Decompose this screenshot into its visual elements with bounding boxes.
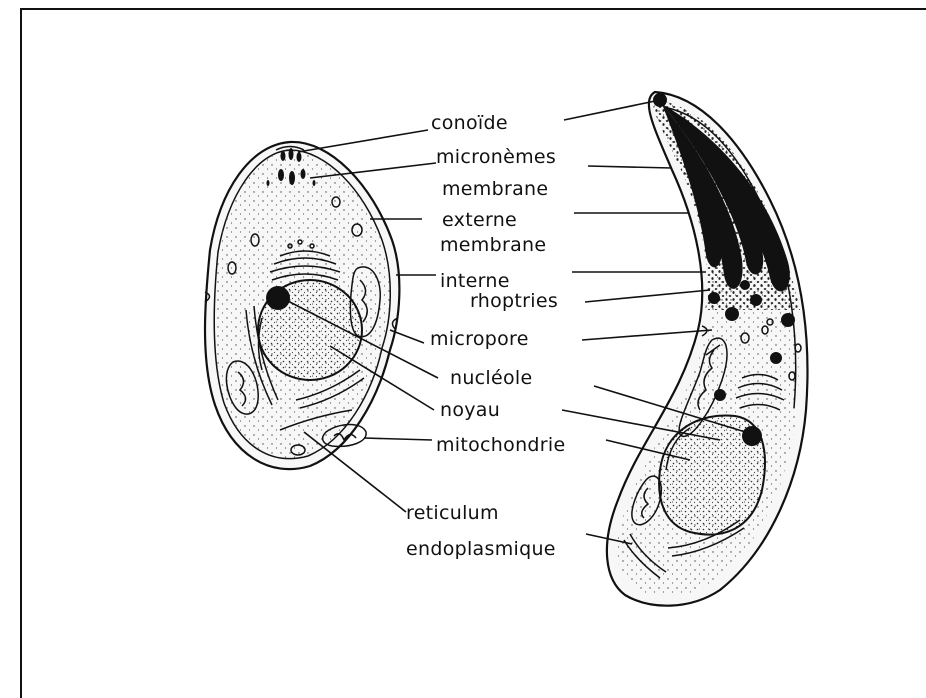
label-conoide: conoïde [431, 114, 508, 133]
left-cell [205, 142, 399, 469]
label-reticulum: reticulum [406, 504, 499, 523]
label-noyau: noyau [440, 401, 500, 420]
label-membrane-interne-2: interne [440, 272, 510, 291]
right-cell [607, 92, 808, 606]
label-rhoptries: rhoptries [470, 292, 558, 311]
label-nucleole: nucléole [450, 369, 533, 388]
label-endoplasmique: endoplasmique [406, 540, 556, 559]
label-membrane-interne-1: membrane [440, 236, 546, 255]
label-mitochondrie: mitochondrie [436, 436, 565, 455]
label-micropore: micropore [430, 330, 529, 349]
label-membrane-externe-2: externe [442, 211, 517, 230]
label-micronemes: micronèmes [436, 148, 556, 167]
label-membrane-externe-1: membrane [442, 180, 548, 199]
left-nucleus [258, 280, 362, 380]
